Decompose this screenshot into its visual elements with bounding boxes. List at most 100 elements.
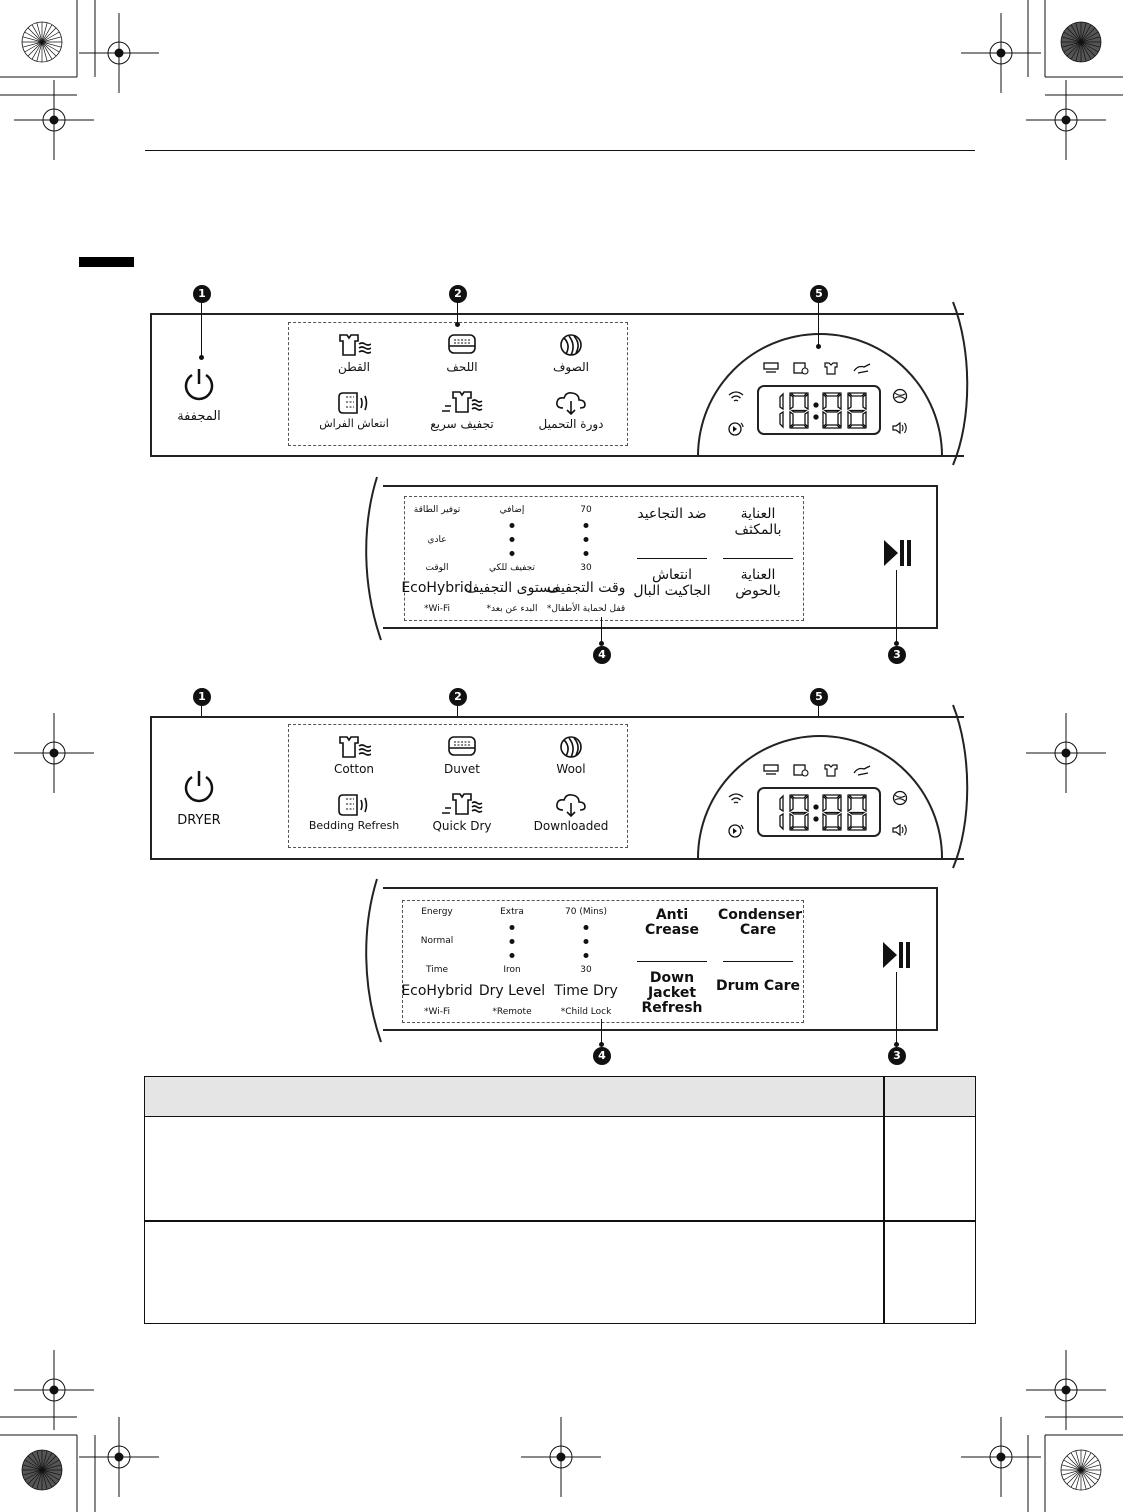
- time-dry-unit: (Mins): [579, 907, 608, 917]
- condenser-care-button[interactable]: العناية بالمكثف: [734, 506, 782, 538]
- panel-curve: [952, 704, 969, 869]
- dry-level-bottom: Iron: [503, 965, 521, 975]
- program-button[interactable]: تجفيف سريع: [430, 417, 494, 431]
- program-button[interactable]: Wool: [556, 762, 586, 776]
- wifi-icon: [727, 790, 745, 809]
- ecohybrid-button[interactable]: EcoHybrid: [401, 983, 473, 999]
- ecohybrid-bottom: Time: [425, 965, 449, 975]
- shirt-icon: [823, 360, 841, 379]
- option-group-box: [402, 900, 804, 1023]
- quick-dry-icon: [441, 791, 483, 821]
- drum-icon: [891, 388, 909, 408]
- filter-icon: [762, 360, 780, 379]
- time-dry-button[interactable]: Time Dry: [554, 983, 618, 999]
- program-button[interactable]: Duvet: [443, 762, 481, 776]
- down-jacket-button[interactable]: انتعاش الجاكيت البال: [633, 567, 711, 599]
- dry-level-top: Extra: [500, 907, 524, 917]
- power-label: المجففة: [177, 409, 221, 424]
- callout-4: 4: [593, 646, 611, 664]
- remote-note: *البدء عن بعد: [486, 604, 538, 614]
- ecohybrid-middle: Normal: [420, 936, 454, 946]
- program-button[interactable]: انتعاش الفراش: [319, 417, 389, 430]
- download-cloud-icon: [554, 791, 588, 823]
- wool-yarn-icon: [555, 734, 587, 764]
- time-dry-bottom: 30: [580, 563, 592, 573]
- start-pause-icon[interactable]: [883, 539, 913, 567]
- hand-care-icon: [852, 360, 872, 379]
- program-button[interactable]: الصوف: [552, 360, 590, 374]
- callout-2: 2: [449, 688, 467, 706]
- arabic-option-panel: [383, 485, 938, 629]
- power-icon[interactable]: [181, 366, 217, 402]
- program-button[interactable]: Cotton: [333, 762, 375, 776]
- condenser-check-icon: [792, 762, 810, 781]
- shirt-icon: [823, 762, 841, 781]
- remote-start-icon: [727, 822, 745, 842]
- wool-yarn-icon: [555, 332, 587, 362]
- sound-icon: [891, 420, 909, 440]
- drum-care-button[interactable]: Drum Care: [715, 978, 801, 994]
- anti-crease-button[interactable]: Anti Crease: [645, 907, 699, 938]
- program-button[interactable]: دورة التحميل: [538, 417, 604, 431]
- condenser-check-icon: [792, 360, 810, 379]
- cotton-shirt-icon: [337, 332, 372, 362]
- time-dry-top: 70 (Mins): [565, 907, 607, 917]
- description-table: [144, 1076, 976, 1324]
- sound-icon: [891, 822, 909, 842]
- english-option-panel: [383, 887, 938, 1031]
- time-display: [757, 787, 881, 837]
- dry-level-bottom: تجفيف للكي: [489, 563, 535, 573]
- child-lock-note: *قفل لحماية الأطفال: [546, 604, 626, 614]
- callout-5: 5: [810, 688, 828, 706]
- callout-4: 4: [593, 1047, 611, 1065]
- hand-care-icon: [852, 762, 872, 781]
- dry-level-button[interactable]: Dry Level: [478, 983, 546, 999]
- remote-start-icon: [727, 420, 745, 440]
- section-tab-marker: [79, 257, 134, 267]
- dry-level-top: إضافي: [499, 505, 525, 515]
- ecohybrid-top: Energy: [421, 907, 453, 917]
- program-button[interactable]: Downloaded: [533, 819, 609, 833]
- wifi-icon: [727, 388, 745, 407]
- condenser-care-button[interactable]: Condenser Care: [718, 907, 803, 938]
- ecohybrid-button[interactable]: EcoHybrid: [401, 580, 473, 596]
- panel-curve: [365, 878, 382, 1043]
- header-rule: [145, 150, 975, 151]
- program-button[interactable]: اللحف: [446, 360, 478, 374]
- dry-level-button[interactable]: مستوى التجفيف: [464, 580, 560, 596]
- anti-crease-button[interactable]: ضد التجاعيد: [637, 506, 707, 522]
- remote-note: *Remote: [492, 1007, 532, 1017]
- time-dry-button[interactable]: وقت التجفيف: [546, 580, 626, 596]
- callout-1: 1: [193, 688, 211, 706]
- power-label: DRYER: [177, 813, 221, 828]
- power-icon[interactable]: [181, 768, 217, 804]
- table-header: [145, 1077, 975, 1117]
- ecohybrid-top: توفير الطاقة: [413, 505, 461, 515]
- panel-curve: [365, 476, 382, 641]
- program-button[interactable]: Bedding Refresh: [308, 819, 400, 832]
- duvet-icon: [446, 332, 478, 362]
- drum-icon: [891, 790, 909, 810]
- start-pause-icon[interactable]: [882, 941, 912, 969]
- program-button[interactable]: القطن: [337, 360, 371, 374]
- drum-care-button[interactable]: العناية بالحوض: [735, 567, 781, 599]
- bedding-refresh-icon: [337, 389, 371, 421]
- filter-icon: [762, 762, 780, 781]
- child-lock-note: *Child Lock: [560, 1007, 612, 1017]
- down-jacket-button[interactable]: Down Jacket Refresh: [641, 970, 703, 1016]
- callout-3: 3: [888, 646, 906, 664]
- callout-3: 3: [888, 1047, 906, 1065]
- wifi-note: *Wi-Fi: [424, 1007, 450, 1017]
- cotton-shirt-icon: [337, 734, 372, 764]
- ecohybrid-bottom: الوقت: [425, 563, 449, 573]
- program-button[interactable]: Quick Dry: [432, 819, 492, 833]
- bedding-refresh-icon: [337, 791, 371, 823]
- time-dry-top-value: 70: [564, 907, 577, 917]
- callout-1: 1: [193, 285, 211, 303]
- ecohybrid-middle: عادي: [427, 535, 447, 545]
- wifi-note: *Wi-Fi: [424, 604, 450, 614]
- option-group-box: [404, 496, 804, 621]
- quick-dry-icon: [441, 389, 483, 419]
- duvet-icon: [446, 734, 478, 764]
